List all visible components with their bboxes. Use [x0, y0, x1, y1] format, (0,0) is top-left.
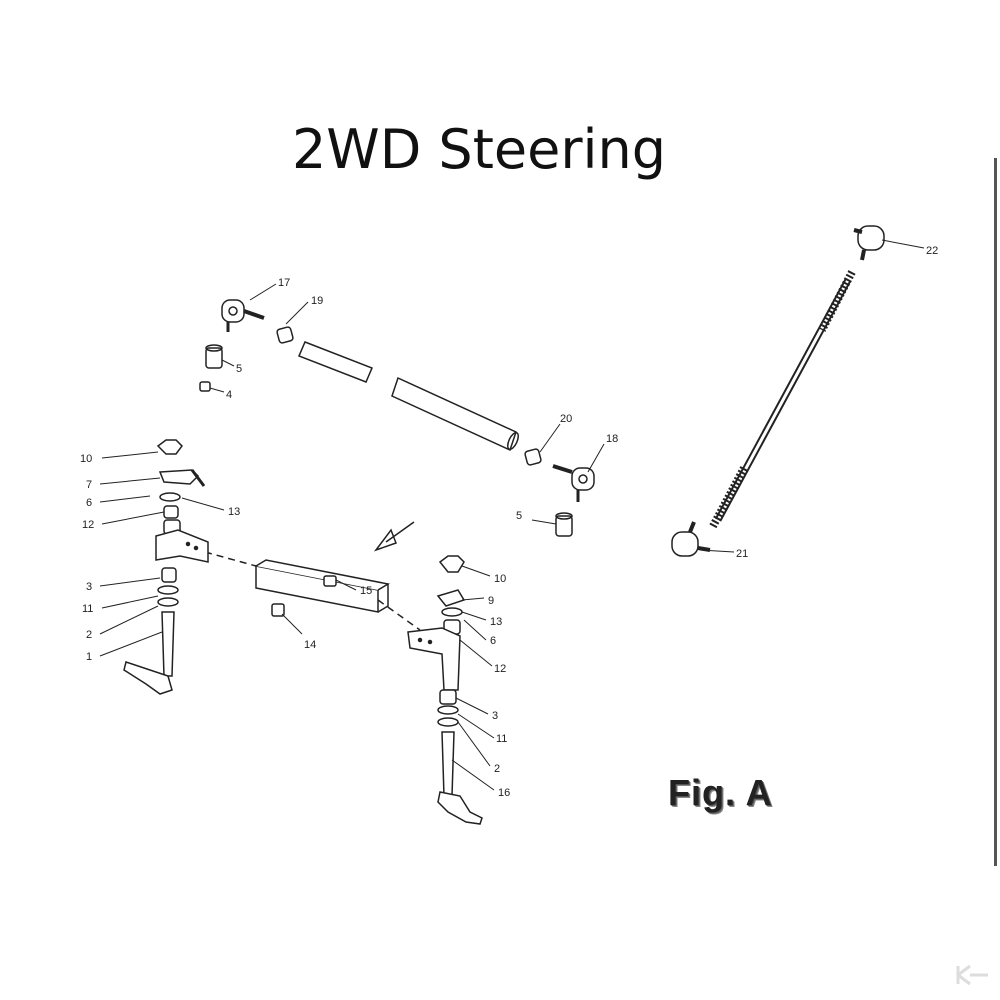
callout-13: 13 [228, 506, 240, 518]
callout-22: 22 [926, 245, 938, 257]
callout-19: 19 [311, 295, 323, 307]
callout-1: 1 [86, 651, 92, 663]
callout-labels: 17 19 5 4 20 18 5 22 21 10 7 6 13 12 3 1… [80, 245, 938, 799]
callout-16: 16 [498, 787, 510, 799]
callout-5: 5 [516, 510, 522, 522]
callout-3: 3 [492, 710, 498, 722]
callout-18: 18 [606, 433, 618, 445]
callout-3: 3 [86, 581, 92, 593]
page-title: 2WD Steering [291, 118, 667, 181]
callout-20: 20 [560, 413, 572, 425]
direction-arrow [373, 521, 415, 552]
corner-watermark-icon [956, 964, 988, 986]
axle-beam [204, 551, 421, 631]
figure-label: Fig. A [668, 772, 773, 813]
bolt-14 [271, 603, 285, 617]
bushing-5-lower [555, 512, 573, 537]
callout-6: 6 [490, 635, 496, 647]
callout-14: 14 [304, 639, 316, 651]
left-spindle-stack [123, 439, 209, 695]
right-spindle-stack [407, 555, 483, 825]
callout-6: 6 [86, 497, 92, 509]
callout-12: 12 [82, 519, 94, 531]
callout-17: 17 [278, 277, 290, 289]
tie-rod-tube [298, 341, 520, 452]
bolt-15 [323, 575, 337, 587]
callout-2: 2 [494, 763, 500, 775]
nut-19 [276, 326, 294, 344]
tie-rod-end-17 [221, 299, 265, 332]
callout-12: 12 [494, 663, 506, 675]
nut-4 [199, 381, 211, 392]
callout-10: 10 [80, 453, 92, 465]
callout-13: 13 [490, 616, 502, 628]
nut-20 [524, 448, 542, 466]
callout-7: 7 [86, 479, 92, 491]
callout-11: 11 [82, 603, 93, 615]
bushing-5-upper [205, 344, 223, 369]
ball-joint-22 [853, 225, 885, 261]
callout-10: 10 [494, 573, 506, 585]
ball-joint-21 [671, 521, 711, 557]
callout-5: 5 [236, 363, 242, 375]
callout-2: 2 [86, 629, 92, 641]
page-edge-rule [994, 158, 997, 866]
callout-9: 9 [488, 595, 494, 607]
tie-rod-end-18 [552, 464, 595, 502]
callout-11: 11 [496, 733, 507, 745]
callout-21: 21 [736, 548, 748, 560]
callout-4: 4 [226, 389, 232, 401]
threaded-tie-rod [708, 270, 856, 530]
callout-15: 15 [360, 585, 372, 597]
